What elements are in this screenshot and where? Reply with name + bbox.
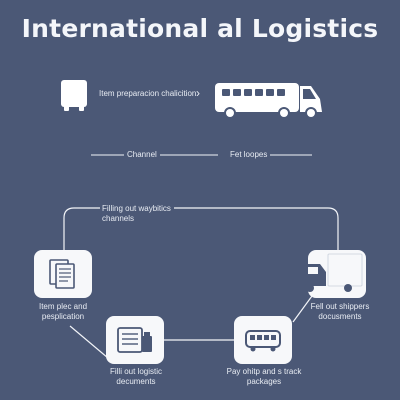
connector-docs-to-form: [69, 325, 109, 359]
step-label-4: Fell out shippers docusments: [310, 302, 370, 321]
step-label-2: Filli out logistic decuments: [109, 367, 162, 386]
loop-label: Filling out waybitics channels: [102, 204, 182, 224]
step-box-documents: [34, 250, 92, 298]
delivery-truck-icon: [308, 253, 363, 292]
top-step-label: Item preparacion chalicition: [99, 89, 197, 98]
bus-icon: [245, 330, 281, 352]
top-step-arrow: ›: [196, 86, 200, 100]
page-title: International al Logistics: [21, 14, 379, 43]
form-printer-icon: [117, 327, 152, 353]
step-label-1: Item plec and pesplication: [38, 302, 88, 321]
loop-right-connector: [174, 207, 339, 250]
step-box-form: [106, 316, 164, 364]
loop-left-connector: [63, 207, 100, 250]
small-truck-icon-shape: [61, 80, 87, 111]
divider-right-label: Fet loopes: [230, 150, 268, 159]
loop-label-text: Filling out waybitics channels: [102, 204, 171, 223]
step-label-3: Pay ohitp and s track packages: [226, 367, 302, 386]
divider-left-label: Channel: [127, 150, 157, 159]
documents-icon: [49, 259, 75, 289]
step-box-truck: [308, 250, 366, 298]
step-box-bus: [234, 316, 292, 364]
